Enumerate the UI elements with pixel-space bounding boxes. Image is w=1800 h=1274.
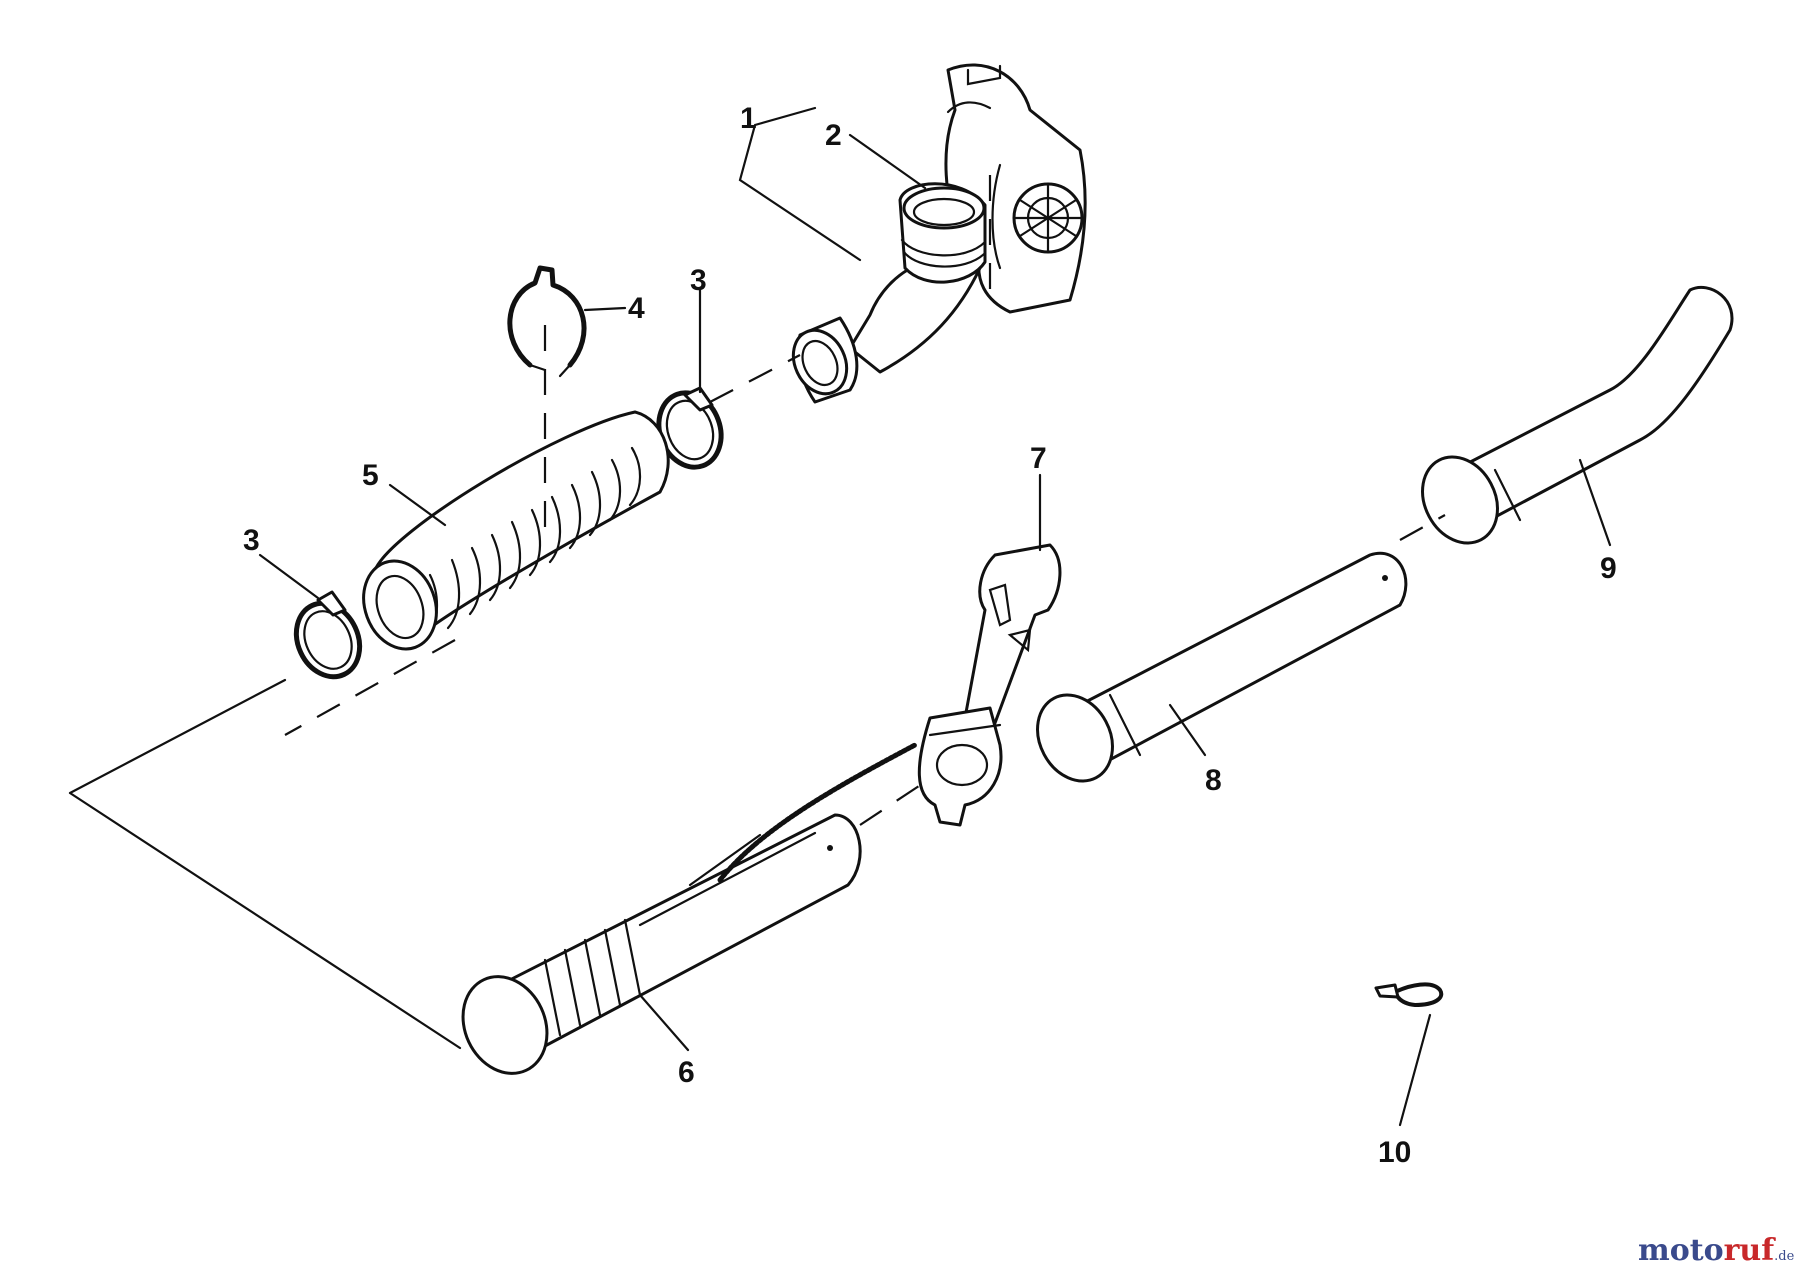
- watermark-part-a: moto: [1638, 1233, 1724, 1268]
- callout-5: 5: [362, 459, 379, 492]
- flex-hose: [362, 410, 670, 651]
- bracket-1: [738, 106, 862, 262]
- straight-pipe: [1036, 551, 1408, 783]
- callout-3-lower: 3: [243, 524, 260, 557]
- leader-5: [388, 483, 447, 527]
- bracket-main: [68, 678, 462, 1050]
- leader-2: [848, 133, 927, 190]
- leader-6: [638, 993, 690, 1052]
- callout-8: 8: [1205, 764, 1222, 797]
- callout-3-upper: 3: [690, 264, 707, 297]
- callout-2: 2: [825, 119, 842, 152]
- fan-guard-icon: [1012, 182, 1084, 254]
- leader-8: [1168, 703, 1207, 757]
- throttle-assembly: [917, 543, 1062, 827]
- throttle-cable: [688, 742, 918, 887]
- callout-4: 4: [628, 292, 645, 325]
- hose-clamp-lower: [293, 590, 363, 680]
- hanger-clip: [507, 265, 587, 378]
- callout-1: 1: [740, 102, 757, 135]
- leader-3b: [258, 553, 320, 600]
- callout-7: 7: [1030, 442, 1047, 475]
- handle-tube: [461, 813, 862, 1075]
- leader-10: [1398, 1013, 1432, 1127]
- curved-pipe: [1421, 285, 1734, 545]
- elbow-tube: [791, 182, 987, 404]
- assembly-axis-upper: [284, 639, 456, 736]
- callout-9: 9: [1600, 552, 1617, 585]
- assembly-axis-lower: [859, 781, 926, 826]
- callout-10: 10: [1378, 1136, 1411, 1169]
- assembly-axis-right: [1399, 514, 1446, 541]
- watermark-logo: motoruf.de: [1638, 1233, 1795, 1268]
- assembly-axis-mid: [709, 354, 801, 403]
- callout-6: 6: [678, 1056, 695, 1089]
- watermark-part-b: ruf: [1724, 1233, 1777, 1268]
- svg-text:motoruf.de: motoruf.de: [1638, 1233, 1795, 1268]
- leader-9: [1578, 458, 1612, 547]
- leader-4: [583, 306, 627, 312]
- cable-tie: [1374, 982, 1444, 1007]
- watermark-suffix: .de: [1774, 1249, 1794, 1264]
